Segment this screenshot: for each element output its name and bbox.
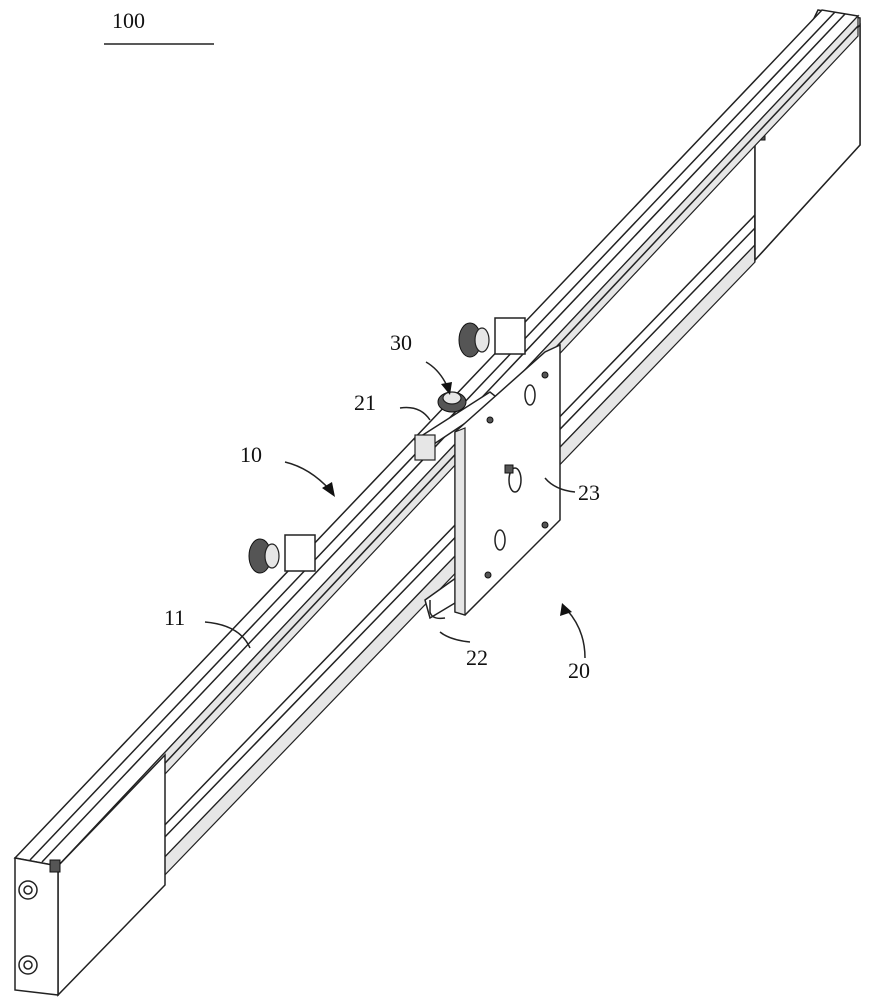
label-11: 11: [164, 605, 185, 630]
label-23: 23: [578, 480, 600, 505]
label-21: 21: [354, 390, 376, 415]
label-30: 30: [390, 330, 412, 355]
label-10: 10: [240, 442, 262, 467]
label-100: 100: [112, 8, 145, 33]
rear-knob-lower: [249, 535, 315, 573]
locking-knob-30: [438, 392, 466, 412]
upper-rail-bar: [15, 10, 858, 888]
label-22: 22: [466, 645, 488, 670]
label-20: 20: [568, 658, 590, 683]
rear-knob-upper: [459, 318, 525, 357]
